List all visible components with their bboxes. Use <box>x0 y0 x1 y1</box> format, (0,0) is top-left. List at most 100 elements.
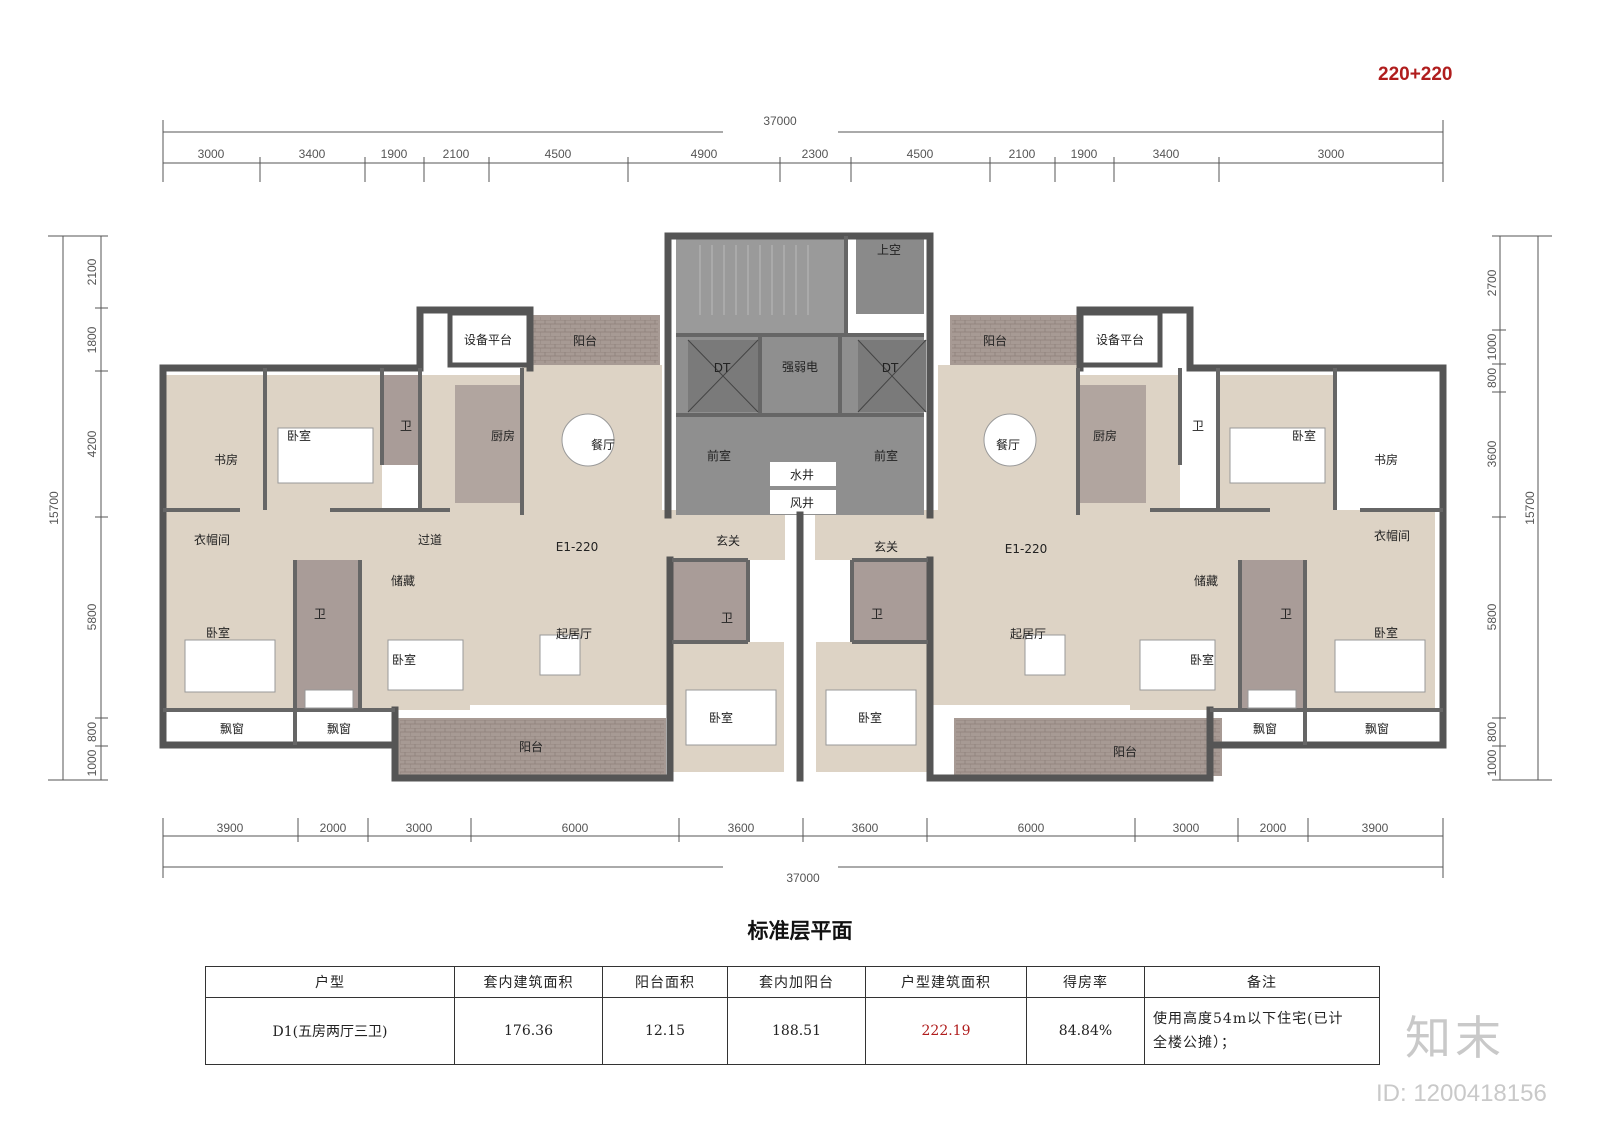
dim-left-label: 4200 <box>85 430 99 457</box>
label-balcony-top-left: 阳台 <box>573 333 597 348</box>
header-note: 备注 <box>1144 966 1380 998</box>
label-cloak-left: 衣帽间 <box>194 532 230 547</box>
dim-right-total: 15700 <box>1523 491 1537 525</box>
cell-inner-area: 176.36 <box>454 997 603 1065</box>
dim-bottom-label: 3000 <box>406 821 433 835</box>
walls <box>159 232 1447 782</box>
label-weak-elec: 强弱电 <box>782 360 818 374</box>
dim-top-label: 3400 <box>1153 147 1180 161</box>
label-balcony-bottom-right: 阳台 <box>1113 744 1137 759</box>
label-study-left: 书房 <box>214 452 238 467</box>
label-cloak-right: 衣帽间 <box>1374 528 1410 543</box>
dim-right-label: 2700 <box>1485 269 1499 296</box>
cell-balcony-area: 12.15 <box>602 997 728 1065</box>
header-unit-area: 户型建筑面积 <box>865 966 1027 998</box>
label-bay-left-1: 飘窗 <box>220 722 244 736</box>
label-dining-left: 餐厅 <box>591 437 615 452</box>
header-balcony-area: 阳台面积 <box>602 966 728 998</box>
stair <box>699 245 809 315</box>
dim-bottom-label: 3900 <box>217 821 244 835</box>
cell-note: 使用高度54m以下住宅(已计 全楼公摊）； <box>1144 997 1380 1065</box>
dim-top-label: 4900 <box>691 147 718 161</box>
dimensions-bottom <box>162 818 1444 878</box>
note-line-1: 使用高度54m以下住宅(已计 <box>1153 1011 1344 1027</box>
watermark-brand: 知末 <box>1405 1011 1505 1065</box>
dim-top-label: 4500 <box>545 147 572 161</box>
dimensions-right <box>1492 235 1552 781</box>
dim-top-label: 3000 <box>1318 147 1345 161</box>
label-balcony-top-right: 阳台 <box>983 333 1007 348</box>
dim-top-label: 3400 <box>299 147 326 161</box>
label-storage-left: 储藏 <box>391 573 415 588</box>
dim-top-label: 3000 <box>198 147 225 161</box>
label-bath-left-3: 卫 <box>721 611 733 625</box>
dim-top-label: 2100 <box>443 147 470 161</box>
dim-top-label: 4500 <box>907 147 934 161</box>
label-unit-code-left: E1-220 <box>556 540 598 554</box>
label-bedroom-right-4: 卧室 <box>858 710 882 725</box>
label-bay-right-2: 飘窗 <box>1365 722 1389 736</box>
dim-top-label: 2300 <box>802 147 829 161</box>
header-unit-type: 户型 <box>205 966 455 998</box>
area-table: 户型 套内建筑面积 阳台面积 套内加阳台 户型建筑面积 得房率 备注 D1(五房… <box>205 966 1380 1065</box>
dim-left-label: 1800 <box>85 326 99 353</box>
header-inner-plus-balcony: 套内加阳台 <box>727 966 866 998</box>
dim-right-label: 800 <box>1485 722 1499 742</box>
dim-left-label: 2100 <box>85 258 99 285</box>
dim-bottom-total: 37000 <box>786 871 820 885</box>
dim-bottom-label: 3600 <box>728 821 755 835</box>
balcony-hatches <box>400 317 1220 774</box>
dim-left-label: 5800 <box>85 603 99 630</box>
plan-title: 标准层平面 <box>747 919 853 943</box>
cell-unit-area: 222.19 <box>865 997 1027 1065</box>
watermark-id: ID: 1200418156 <box>1376 1080 1547 1107</box>
dim-left-label: 1000 <box>85 749 99 776</box>
dim-bottom-label: 3000 <box>1173 821 1200 835</box>
label-elevator-right: DT <box>882 361 899 375</box>
label-unit-code-right: E1-220 <box>1005 542 1047 556</box>
dim-right-label: 3600 <box>1485 440 1499 467</box>
label-living-left: 起居厅 <box>556 627 592 641</box>
label-bath-right-1: 卫 <box>1192 419 1204 433</box>
label-bedroom-left-1: 卧室 <box>287 428 311 443</box>
dim-bottom-label: 2000 <box>1260 821 1287 835</box>
dim-right-label: 1000 <box>1485 333 1499 360</box>
elevator-marks <box>687 339 927 413</box>
cell-inner-plus-balcony: 188.51 <box>727 997 866 1065</box>
table-row: D1(五房两厅三卫) 176.36 12.15 188.51 222.19 84… <box>205 997 1380 1065</box>
label-lobby-left: 前室 <box>707 448 731 463</box>
label-entry-right: 玄关 <box>874 539 898 554</box>
inner-walls <box>163 236 1443 745</box>
label-corridor: 过道 <box>418 533 442 547</box>
dimensions-left <box>48 235 108 781</box>
label-bath-right-3: 卫 <box>871 607 883 621</box>
label-balcony-bottom-left: 阳台 <box>519 739 543 754</box>
label-water-shaft: 水井 <box>790 468 814 482</box>
label-bath-left-2: 卫 <box>314 607 326 621</box>
label-air-shaft: 风井 <box>790 496 814 510</box>
label-bedroom-left-4: 卧室 <box>709 710 733 725</box>
plan-badge: 220+220 <box>1378 64 1453 85</box>
label-bath-left-1: 卫 <box>400 419 412 433</box>
label-bedroom-right-2: 卧室 <box>1374 625 1398 640</box>
dim-bottom-label: 2000 <box>320 821 347 835</box>
dim-bottom-label: 6000 <box>1018 821 1045 835</box>
header-efficiency: 得房率 <box>1026 966 1145 998</box>
label-equipment-left: 设备平台 <box>464 332 512 347</box>
note-line-2: 全楼公摊）； <box>1153 1035 1236 1051</box>
label-stair-void: 上空 <box>877 243 901 257</box>
dim-top-total: 37000 <box>763 114 797 128</box>
dim-bottom-label: 3900 <box>1362 821 1389 835</box>
cell-efficiency: 84.84% <box>1026 997 1145 1065</box>
label-elevator-left: DT <box>714 361 731 375</box>
dim-right-label: 5800 <box>1485 603 1499 630</box>
label-bedroom-right-1: 卧室 <box>1292 428 1316 443</box>
dim-right-label: 800 <box>1485 368 1499 388</box>
label-equipment-right: 设备平台 <box>1096 332 1144 347</box>
label-bedroom-left-3: 卧室 <box>392 652 416 667</box>
dim-left-total: 15700 <box>47 491 61 525</box>
label-bedroom-right-3: 卧室 <box>1190 652 1214 667</box>
dim-top-label: 1900 <box>381 147 408 161</box>
label-bedroom-left-2: 卧室 <box>206 625 230 640</box>
